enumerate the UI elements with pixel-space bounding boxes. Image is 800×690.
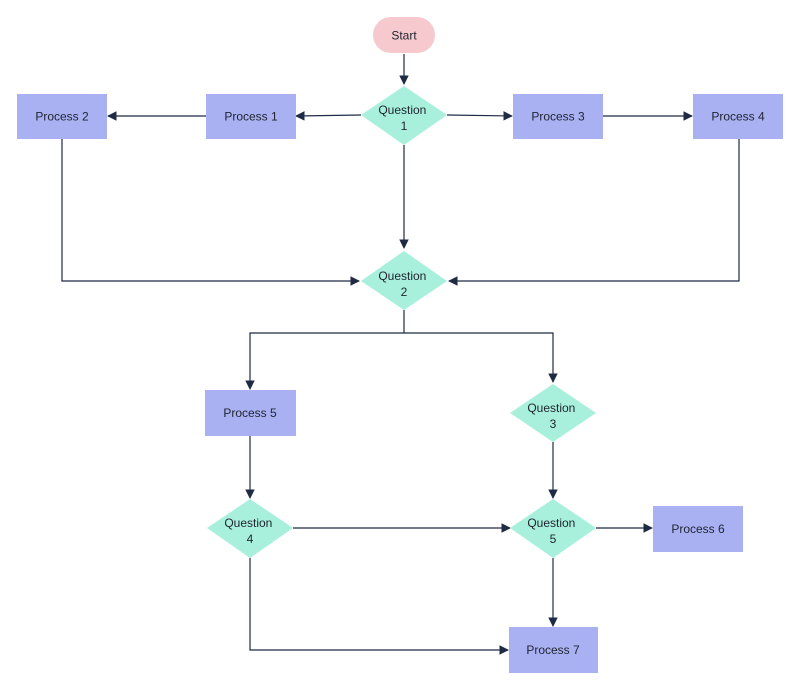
question-3-shape: [510, 384, 596, 442]
edge-question-2-to-question-3: [404, 332, 558, 383]
process-3-label: Process 3: [531, 110, 585, 124]
process-2-node[interactable]: Process 2: [17, 94, 107, 139]
process-1-node[interactable]: Process 1: [206, 94, 296, 139]
edge-question-4-to-process-7: [249, 558, 509, 655]
edge-question-1-to-process-3: [446, 111, 513, 121]
process-2-label: Process 2: [35, 110, 89, 124]
question-3-line-1: Question: [527, 401, 575, 415]
question-4-line-1: Question: [224, 516, 272, 530]
question-4-node[interactable]: Question 4: [207, 499, 293, 558]
question-1-node[interactable]: Question 1: [361, 86, 447, 145]
process-6-shape: [653, 506, 743, 552]
question-2-node[interactable]: Question 2: [361, 251, 447, 310]
edge-question-2-to-process-5: [245, 310, 405, 390]
process-5-node[interactable]: Process 5: [205, 390, 296, 436]
question-1-line-1: Question: [378, 103, 426, 117]
question-5-shape: [510, 499, 596, 558]
process-5-shape: [205, 390, 296, 436]
process-4-node[interactable]: Process 4: [693, 94, 783, 139]
edge-process-4-to-question-2: [448, 139, 740, 286]
question-2-line-2: 2: [401, 285, 408, 299]
question-5-line-1: Question: [527, 516, 575, 530]
process-3-node[interactable]: Process 3: [513, 94, 603, 139]
question-3-label: Question 3: [527, 401, 578, 431]
question-3-node[interactable]: Question 3: [510, 384, 596, 442]
process-3-shape: [513, 94, 603, 139]
process-7-shape: [509, 627, 598, 673]
question-5-node[interactable]: Question 5: [510, 499, 596, 558]
question-3-line-2: 3: [550, 417, 557, 431]
question-5-line-2: 5: [550, 532, 557, 546]
process-6-label: Process 6: [671, 522, 725, 536]
question-2-label: Question 2: [378, 269, 429, 299]
process-7-node[interactable]: Process 7: [509, 627, 598, 673]
question-2-shape: [361, 251, 447, 310]
process-5-label: Process 5: [223, 406, 277, 420]
question-1-label: Question 1: [378, 103, 429, 133]
process-7-label: Process 7: [526, 643, 580, 657]
edge-process-2-to-question-2: [61, 139, 360, 286]
edges-group: [61, 54, 740, 655]
start-node[interactable]: Start: [373, 17, 435, 53]
question-2-line-1: Question: [378, 269, 426, 283]
process-1-shape: [206, 94, 296, 139]
process-6-node[interactable]: Process 6: [653, 506, 743, 552]
process-4-shape: [693, 94, 783, 139]
edge-question-1-to-process-1: [295, 111, 362, 121]
question-4-line-2: 4: [247, 532, 254, 546]
question-4-shape: [207, 499, 293, 558]
question-4-label: Question 4: [224, 516, 275, 546]
process-1-label: Process 1: [224, 110, 278, 124]
process-4-label: Process 4: [711, 110, 765, 124]
start-shape: [373, 17, 435, 53]
start-label: Start: [391, 29, 417, 43]
question-1-shape: [361, 86, 447, 145]
question-5-label: Question 5: [527, 516, 578, 546]
question-1-line-2: 1: [401, 119, 408, 133]
process-2-shape: [17, 94, 107, 139]
